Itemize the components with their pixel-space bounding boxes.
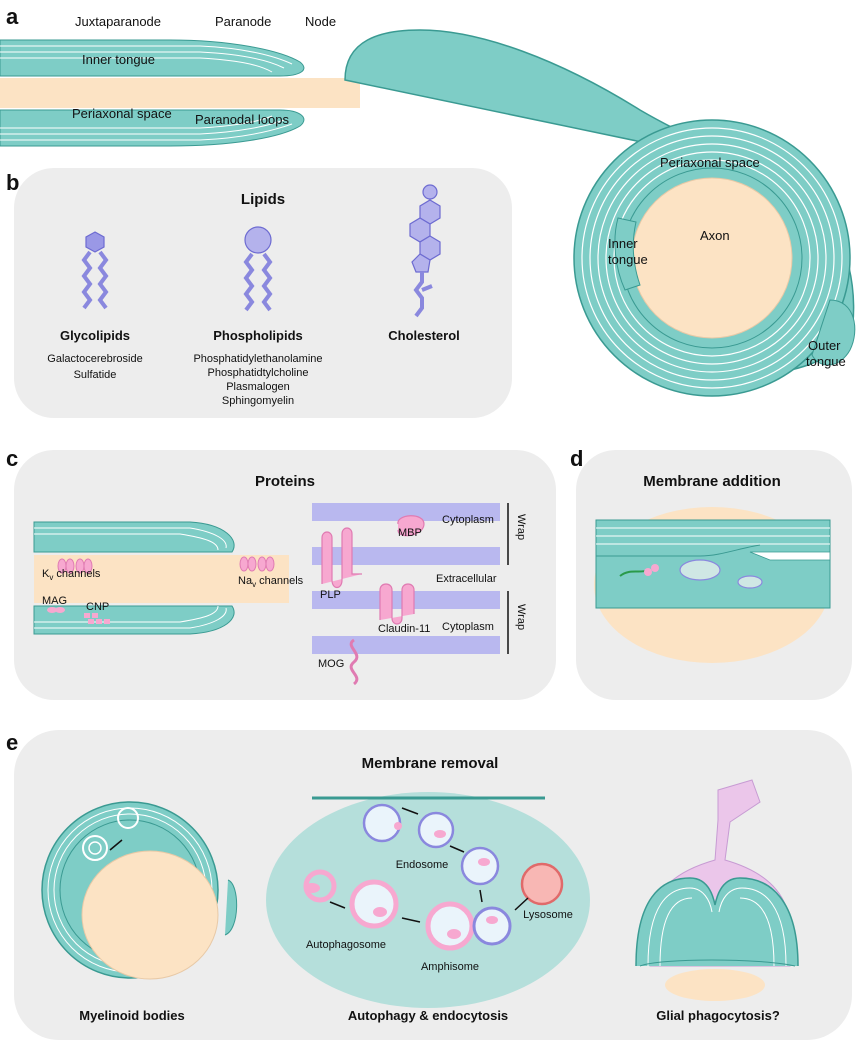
panel-e: e Membrane removal <box>6 730 852 1040</box>
label-periaxonal-space-2: Periaxonal space <box>660 155 760 170</box>
autophagosome-label: Autophagosome <box>306 939 386 951</box>
phospholipids-name: Phospholipids <box>213 328 303 343</box>
cnp-label: CNP <box>86 601 109 613</box>
outer-tongue-lobe <box>811 299 856 366</box>
cholesterol-name: Cholesterol <box>388 328 460 343</box>
wrap-2-label: Wrap <box>515 604 527 630</box>
glycolipid-icon <box>81 231 109 310</box>
mag-label: MAG <box>42 595 67 607</box>
panel-c-letter: c <box>6 446 18 471</box>
label-juxtaparanode: Juxtaparanode <box>75 14 161 29</box>
amphisome-label: Amphisome <box>421 961 479 973</box>
label-node: Node <box>305 14 336 29</box>
glycolipid-item: Sulfatide <box>74 369 117 381</box>
phagocytosis-caption: Glial phagocytosis? <box>656 1008 780 1023</box>
cytoplasm-2-label: Cytoplasm <box>442 621 494 633</box>
autophagy-caption: Autophagy & endocytosis <box>348 1008 508 1023</box>
endosome-shape <box>460 846 500 886</box>
panel-d: d Membrane addition <box>570 446 852 700</box>
vesicle <box>737 575 763 589</box>
amphisome-shape <box>425 901 475 951</box>
mbp-label: MBP <box>398 527 422 539</box>
mini-upper-sheath <box>33 521 235 553</box>
phospholipid-item: Plasmalogen <box>226 381 290 393</box>
mini-lower-sheath <box>33 605 235 635</box>
vesicle <box>679 559 721 581</box>
panel-a-letter: a <box>6 4 19 29</box>
plp-label: PLP <box>320 589 341 601</box>
label-outer-tongue-b: tongue <box>806 354 846 369</box>
label-axon: Axon <box>700 228 730 243</box>
myelinoid-caption: Myelinoid bodies <box>79 1008 184 1023</box>
panel-c: c Proteins Kv channels Nav channels MAG … <box>6 446 556 700</box>
lysosome-shape <box>520 862 564 906</box>
lower-sheath <box>0 109 305 147</box>
mag-cnp-shapes <box>47 607 110 624</box>
membrane-addition-title: Membrane addition <box>643 473 781 490</box>
upper-sheath <box>0 39 305 77</box>
label-inner-tongue: Inner tongue <box>82 52 155 67</box>
panel-b-box <box>14 168 512 418</box>
panel-b-letter: b <box>6 170 19 195</box>
axon-cross-section <box>631 177 793 339</box>
autophagy-cell <box>266 792 590 1008</box>
myelinoid-body-icon <box>41 801 238 980</box>
nav-channels-shape <box>239 556 275 572</box>
membrane-bands <box>312 503 500 654</box>
label-periaxonal-space: Periaxonal space <box>72 106 172 121</box>
panel-e-letter: e <box>6 730 18 755</box>
panel-a: a Ju <box>0 4 856 397</box>
phospholipid-item: Phosphatidtylcholine <box>208 367 309 379</box>
label-paranode: Paranode <box>215 14 271 29</box>
kv-label: Kv channels <box>42 568 101 582</box>
endosome-label: Endosome <box>396 859 449 871</box>
protein-shapes <box>321 515 425 686</box>
ribosome <box>651 564 659 572</box>
extracellular-label: Extracellular <box>436 573 497 585</box>
wrap-1-label: Wrap <box>515 514 527 540</box>
axon-strand <box>0 78 360 108</box>
panel-b: b Lipids Glycolipids Galactocerebroside … <box>6 168 512 418</box>
phospholipid-item: Sphingomyelin <box>222 395 294 407</box>
membrane-removal-title: Membrane removal <box>362 755 499 772</box>
lipids-title: Lipids <box>241 191 285 208</box>
phospholipid-item: Phosphatidylethanolamine <box>193 353 322 365</box>
proteins-title: Proteins <box>255 473 315 490</box>
autophagosome-shape <box>349 879 399 929</box>
label-inner-tongue-2a: Inner <box>608 236 638 251</box>
nav-label: Nav channels <box>238 575 304 589</box>
myelin-spiral <box>344 29 856 397</box>
ribosome <box>644 568 652 576</box>
panel-d-letter: d <box>570 446 583 471</box>
lysosome-label: Lysosome <box>523 909 573 921</box>
label-paranodal-loops: Paranodal loops <box>195 112 289 127</box>
cholesterol-icon <box>409 184 441 318</box>
phospholipid-icon <box>243 226 273 312</box>
glycolipids-name: Glycolipids <box>60 328 130 343</box>
label-inner-tongue-2b: tongue <box>608 252 648 267</box>
glycolipid-item: Galactocerebroside <box>47 353 142 365</box>
kv-channels-shape <box>57 558 93 574</box>
label-outer-tongue-a: Outer <box>808 338 841 353</box>
mog-label: MOG <box>318 658 344 670</box>
inner-tongue-lobe <box>614 217 641 291</box>
claudin-label: Claudin-11 <box>378 623 430 635</box>
cytoplasm-1-label: Cytoplasm <box>442 514 494 526</box>
phagocytosis-icon <box>635 779 799 1001</box>
